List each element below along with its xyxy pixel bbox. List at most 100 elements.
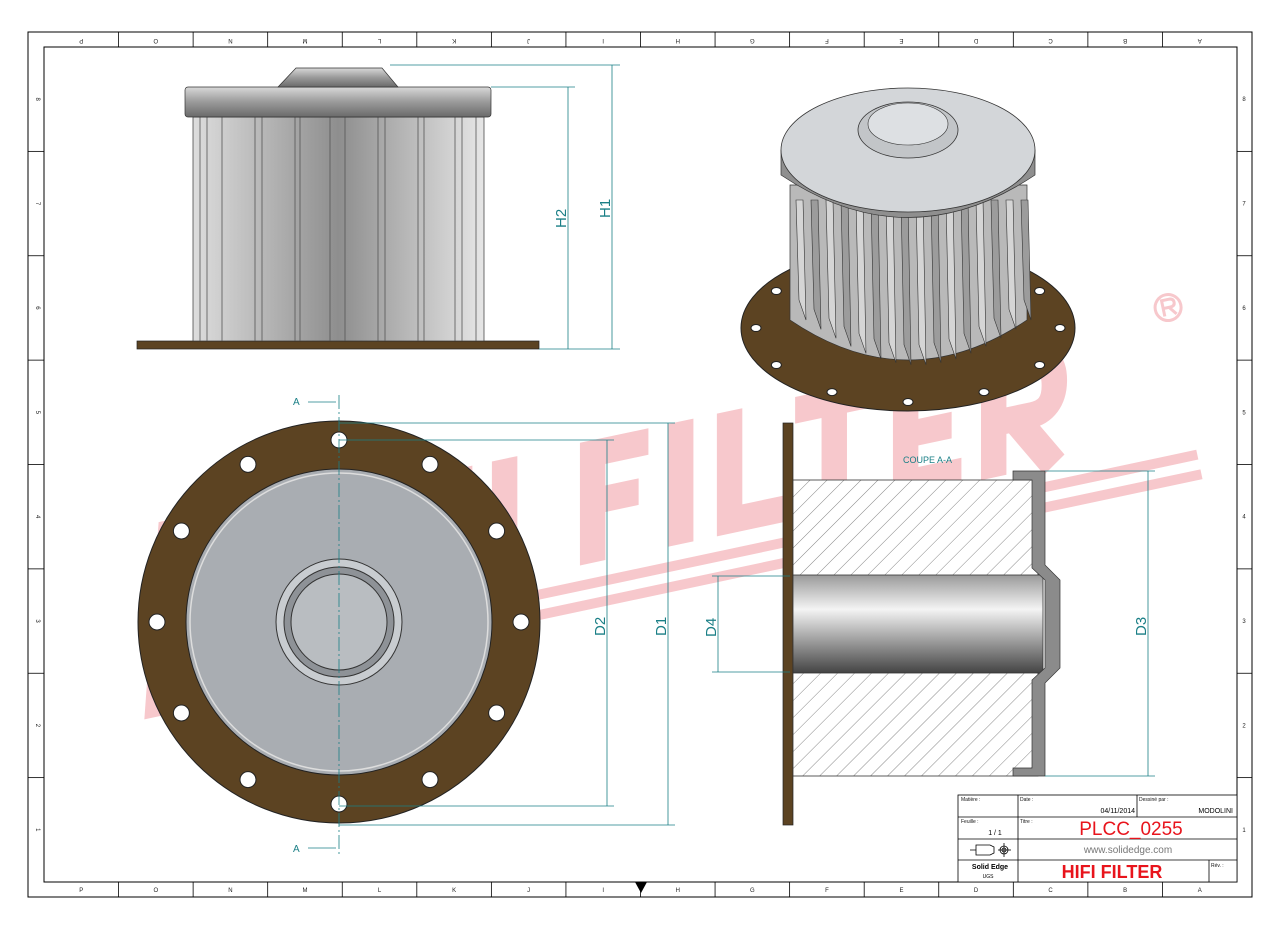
row-label-left: 5 — [34, 411, 40, 415]
side-dimensions — [390, 64, 620, 350]
website: www.solidedge.com — [1083, 845, 1172, 856]
dim-d3: D3 — [1133, 617, 1150, 636]
column-label-top: F — [825, 37, 829, 43]
bolt-hole — [421, 455, 439, 473]
column-label-bottom: F — [825, 888, 829, 894]
bolt-hole — [512, 613, 530, 631]
column-label-bottom: C — [1048, 888, 1053, 894]
side-view — [136, 67, 540, 350]
drawn-by-value: MODOLINI — [1198, 808, 1233, 815]
bolt-hole — [1054, 324, 1066, 332]
iso-view — [740, 87, 1076, 412]
bolt-hole — [902, 398, 914, 406]
column-label-top: C — [1048, 37, 1053, 43]
column-label-bottom: L — [378, 888, 382, 894]
column-label-bottom: O — [154, 888, 159, 894]
material-label: Matière : — [961, 797, 980, 803]
column-label-top: D — [973, 37, 978, 43]
bolt-hole — [770, 361, 782, 369]
sheet-label: Feuille : — [961, 819, 979, 825]
bolt-hole — [1034, 287, 1046, 295]
dim-d2: D2 — [592, 617, 609, 636]
row-label-left: 6 — [34, 306, 40, 310]
front-dimensions — [339, 422, 675, 826]
bolt-hole — [239, 455, 257, 473]
bolt-hole — [421, 771, 439, 789]
section-mark-bottom: A — [293, 844, 300, 855]
column-label-bottom: P — [79, 888, 83, 894]
row-label-left: 8 — [34, 98, 40, 102]
title-label: Titre : — [1020, 819, 1033, 825]
section-title: COUPE A-A — [903, 455, 952, 465]
bolt-hole — [978, 388, 990, 397]
bolt-hole — [770, 287, 782, 295]
column-label-bottom: A — [1198, 888, 1202, 894]
column-label-bottom: E — [899, 888, 903, 894]
watermark-registered-mark — [1153, 293, 1183, 323]
row-label-left: 3 — [34, 619, 40, 623]
column-label-top: O — [153, 37, 158, 43]
rev-label: Rév. : — [1211, 863, 1224, 869]
sheet-value: 1 / 1 — [988, 830, 1002, 837]
software-name: Solid Edge — [972, 864, 1008, 871]
drawing-title: PLCC_0255 — [1079, 819, 1183, 840]
dim-d4: D4 — [703, 618, 720, 637]
section-arrows — [308, 401, 336, 849]
section-dimensions — [712, 470, 1155, 777]
column-label-bottom: J — [527, 888, 530, 894]
dim-d1: D1 — [653, 617, 670, 636]
row-label-right: 2 — [1242, 723, 1246, 729]
row-label-right: 3 — [1242, 619, 1246, 625]
drawn-by-label: Dessiné par : — [1139, 797, 1168, 803]
dim-h1: H1 — [597, 199, 614, 218]
front-view — [137, 395, 541, 855]
column-label-bottom: D — [974, 888, 979, 894]
row-label-left: 2 — [34, 724, 40, 728]
bolt-hole — [239, 771, 257, 789]
column-label-top: N — [228, 37, 232, 43]
bolt-hole — [750, 324, 762, 332]
bolt-hole — [172, 522, 190, 540]
column-label-bottom: M — [302, 888, 307, 894]
row-label-right: 8 — [1242, 97, 1246, 103]
centering-mark-icon — [635, 882, 647, 893]
column-label-bottom: B — [1123, 888, 1127, 894]
row-label-right: 6 — [1242, 306, 1246, 312]
column-label-bottom: H — [676, 888, 680, 894]
row-label-left: 4 — [34, 515, 40, 519]
column-label-top: E — [899, 37, 903, 43]
date-label: Date : — [1020, 797, 1033, 803]
column-label-top: H — [676, 37, 680, 43]
dim-h2: H2 — [553, 209, 570, 228]
column-label-top: I — [602, 37, 604, 43]
column-label-bottom: K — [452, 888, 456, 894]
column-label-top: L — [377, 37, 381, 43]
section-mark-top: A — [293, 397, 300, 408]
row-label-left: 7 — [34, 202, 40, 206]
company-name: HIFI FILTER — [1062, 862, 1163, 882]
column-label-top: J — [527, 37, 530, 43]
row-label-right: 4 — [1242, 515, 1246, 521]
projection-symbol-icon — [970, 843, 1011, 857]
title-block — [957, 794, 1238, 883]
section-view — [782, 422, 1061, 826]
column-label-top: M — [302, 37, 307, 43]
column-label-top: B — [1123, 37, 1127, 43]
border-ticks — [28, 32, 1252, 897]
date-value: 04/11/2014 — [1100, 808, 1135, 815]
row-label-right: 5 — [1242, 410, 1246, 416]
bolt-hole — [826, 388, 838, 397]
bolt-hole — [488, 522, 506, 540]
column-label-top: K — [452, 37, 456, 43]
column-label-bottom: N — [228, 888, 232, 894]
row-label-left: 1 — [34, 828, 40, 832]
bolt-hole — [1034, 361, 1046, 369]
column-label-bottom: G — [750, 888, 755, 894]
column-label-top: A — [1198, 37, 1202, 43]
column-label-bottom: I — [602, 888, 604, 894]
column-label-top: G — [750, 37, 755, 43]
bolt-hole — [488, 704, 506, 722]
software-sub: UGS — [983, 874, 995, 880]
column-label-top: P — [79, 37, 83, 43]
